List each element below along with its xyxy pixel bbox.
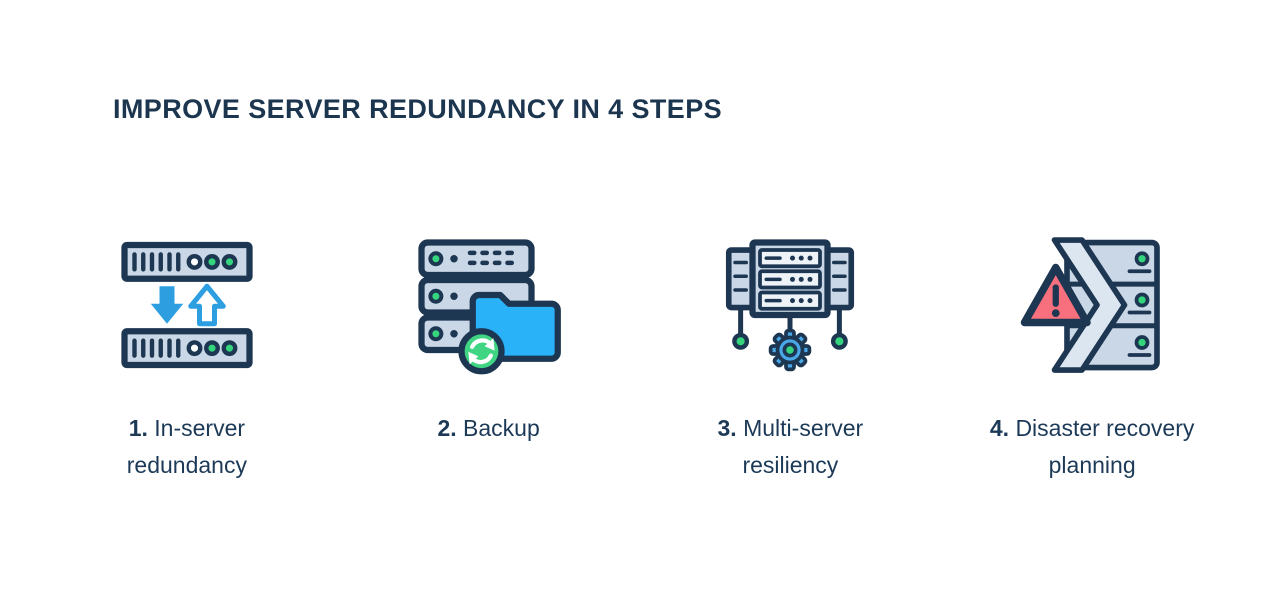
step-4-text: Disaster recovery planning [1015,415,1195,479]
step-3-text: Multi-server resiliency [742,415,864,479]
multi-server-resiliency-icon [726,239,855,372]
step-4-icon-box [1010,226,1175,384]
step-2-text: Backup [463,415,540,441]
step-1: 1. In-server redundancy [99,226,274,485]
step-4-label: 4. Disaster recovery planning [967,410,1217,485]
step-3-number: 3. [717,415,737,441]
step-1-label: 1. In-server redundancy [99,410,274,485]
step-2-number: 2. [437,415,457,441]
step-4: 4. Disaster recovery planning [967,226,1217,485]
step-3-icon-box [708,226,873,384]
step-4-number: 4. [989,415,1010,441]
step-1-number: 1. [128,415,148,441]
step-1-text: In-server redundancy [126,415,247,479]
step-2-label: 2. Backup [437,410,539,447]
step-2-icon-box [406,226,571,384]
page-title: IMPROVE SERVER REDUNDANCY IN 4 STEPS [113,94,723,124]
step-2: 2. Backup [406,226,571,485]
step-3: 3. Multi-server resiliency [693,226,888,485]
disaster-recovery-planning-icon [1020,237,1160,373]
steps-row: 1. In-server redundancy [36,226,1243,485]
step-1-icon-box [104,226,269,384]
in-server-redundancy-icon [121,241,253,369]
step-3-label: 3. Multi-server resiliency [693,410,888,485]
backup-icon [418,239,561,375]
